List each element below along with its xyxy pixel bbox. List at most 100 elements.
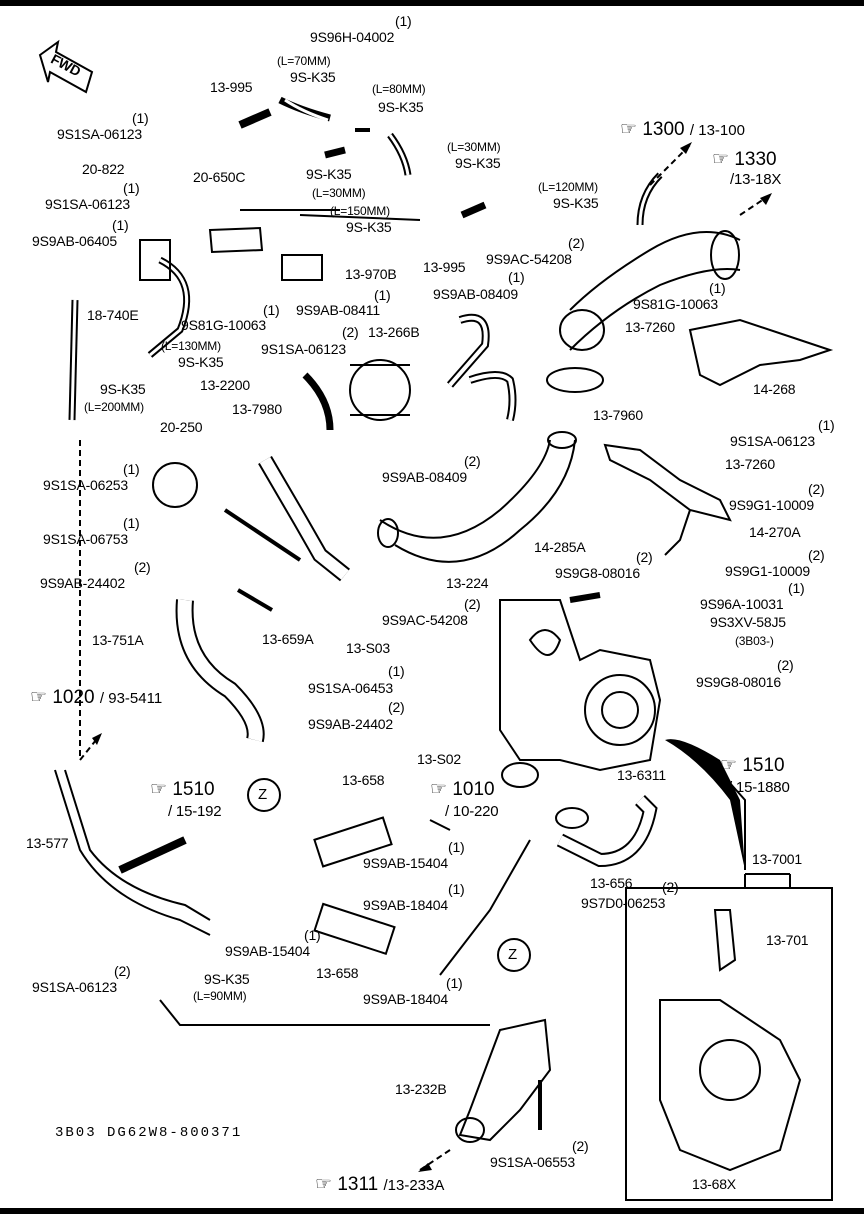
label-9s7d0-06253: 9S7D0-06253 xyxy=(581,895,666,911)
label-13-68x: 13-68X xyxy=(692,1176,736,1192)
ref-1300[interactable]: ☞ 1300 / 13-100 xyxy=(620,119,745,140)
label-13-658-b: 13-658 xyxy=(316,965,359,981)
ref-1311-sub: 13-233A xyxy=(387,1177,445,1194)
ref-1330[interactable]: ☞ 1330 xyxy=(712,150,777,170)
label-9s1sa-06453: 9S1SA-06453 xyxy=(308,680,393,696)
ref-1020[interactable]: ☞ 1020 / 93-5411 xyxy=(30,687,163,708)
label-9s9ab-08409-b-qty: (2) xyxy=(464,453,481,469)
hand-pointer-icon: ☞ xyxy=(430,779,448,800)
label-9s9ab-08411-qty: (1) xyxy=(374,287,391,303)
label-9s9ab-08409-a: 9S9AB-08409 xyxy=(433,286,518,302)
label-9s9ab-dup-qty: (1) xyxy=(263,302,280,318)
label-14-270a: 14-270A xyxy=(749,524,801,540)
label-13-7001: 13-7001 xyxy=(752,851,802,867)
label-9sk35-h: 9S-K35 xyxy=(100,381,146,397)
label-9s9ac-54208-b-qty: (2) xyxy=(464,596,481,612)
label-9s1sa-06123-b: 9S1SA-06123 xyxy=(45,196,130,212)
label-13-7960: 13-7960 xyxy=(593,407,643,423)
label-13-224: 13-224 xyxy=(446,575,489,591)
label-9s9ab-15404-a: 9S9AB-15404 xyxy=(363,855,448,871)
label-13-995-b: 13-995 xyxy=(423,259,466,275)
label-9s9ab-18404-b: 9S9AB-18404 xyxy=(363,991,448,1007)
label-9s81g-10063-a: 9S81G-10063 xyxy=(181,317,266,333)
label-9s1sa-06753: 9S1SA-06753 xyxy=(43,531,128,547)
label-9s1sa-06123-d: 9S1SA-06123 xyxy=(730,433,815,449)
ref-1300-sub: 13-100 xyxy=(698,122,745,139)
label-9s1sa-06553: 9S1SA-06553 xyxy=(490,1154,575,1170)
label-9s9ab-24402-a: 9S9AB-24402 xyxy=(40,575,125,591)
ref-1010[interactable]: ☞ 1010 xyxy=(430,780,495,800)
label-20-822: 20-822 xyxy=(82,161,125,177)
hand-pointer-icon: ☞ xyxy=(30,687,48,708)
label-13-6311: 13-6311 xyxy=(617,767,666,783)
label-13-266b: 13-266B xyxy=(368,324,420,340)
label-9s1sa-06123-a-qty: (1) xyxy=(132,110,149,126)
label-3b03: (3B03-) xyxy=(735,634,774,648)
label-l80: (L=80MM) xyxy=(372,82,426,96)
label-9sk35-f: 9S-K35 xyxy=(553,195,599,211)
label-l150: (L=150MM) xyxy=(330,204,390,218)
label-9s9ab-06405-qty: (1) xyxy=(112,217,129,233)
label-9s9ab-08411-b: 9S9AB-08411 xyxy=(296,302,380,318)
top-border xyxy=(0,0,864,6)
hand-pointer-icon: ☞ xyxy=(150,779,168,800)
label-9s96h: 9S96H-04002 xyxy=(310,29,395,45)
hand-pointer-icon: ☞ xyxy=(720,755,738,776)
label-9s9ab-15404-b-qty: (1) xyxy=(304,927,321,943)
label-9s9ab-15404-b: 9S9AB-15404 xyxy=(225,943,310,959)
hand-pointer-icon: ☞ xyxy=(315,1174,333,1195)
hand-pointer-icon: ☞ xyxy=(712,149,730,170)
label-9s96h-qty: (1) xyxy=(395,13,412,29)
ref-1330-main: 1330 xyxy=(734,149,777,170)
label-l30-a: (L=30MM) xyxy=(312,186,366,200)
label-9s1sa-06253-qty: (1) xyxy=(123,461,140,477)
label-13-7260-a: 13-7260 xyxy=(625,319,675,335)
label-13-995-a: 13-995 xyxy=(210,79,253,95)
z-marker-b: Z xyxy=(508,946,517,963)
ref-1311-main: 1311 xyxy=(337,1174,379,1195)
label-9s9ac-54208-a-qty: (2) xyxy=(568,235,585,251)
label-9s9g8-08016-b: 9S9G8-08016 xyxy=(696,674,781,690)
label-13-232b: 13-232B xyxy=(395,1081,447,1097)
label-9sk35-b: 9S-K35 xyxy=(378,99,424,115)
label-9s9g1-10009-a: 9S9G1-10009 xyxy=(729,497,814,513)
label-9sk35-e: 9S-K35 xyxy=(455,155,501,171)
bottom-border xyxy=(0,1208,864,1214)
label-9s9ab-06405: 9S9AB-06405 xyxy=(32,233,117,249)
ref-1510-a[interactable]: ☞ 1510 xyxy=(150,780,215,800)
label-9s1sa-06123-a: 9S1SA-06123 xyxy=(57,126,142,142)
label-9s9ab-15404-a-qty: (1) xyxy=(448,839,465,855)
label-9s9g8-08016-b-qty: (2) xyxy=(777,657,794,673)
label-l90: (L=90MM) xyxy=(193,989,247,1003)
label-20-250: 20-250 xyxy=(160,419,203,435)
label-9s1sa-06123-e: 9S1SA-06123 xyxy=(32,979,117,995)
label-l120: (L=120MM) xyxy=(538,180,598,194)
ref-1010-sub: / 10-220 xyxy=(445,803,499,820)
label-13-577: 13-577 xyxy=(26,835,69,851)
ref-1330-sub: /13-18X xyxy=(730,171,782,188)
label-13-2200: 13-2200 xyxy=(200,377,250,393)
ref-1510-a-sub: / 15-192 xyxy=(168,803,222,820)
label-9s1sa-06123-c: 9S1SA-06123 xyxy=(261,341,346,357)
label-9s1sa-06253: 9S1SA-06253 xyxy=(43,477,128,493)
z-marker-a: Z xyxy=(258,786,267,803)
label-9s81g-10063-b-qty: (1) xyxy=(709,280,726,296)
label-9s9g1-10009-b-qty: (2) xyxy=(808,547,825,563)
ref-1510-b[interactable]: ☞ 1510 xyxy=(720,756,785,776)
label-9s9ac-54208-b: 9S9AC-54208 xyxy=(382,612,468,628)
label-9s9ab-24402-b: 9S9AB-24402 xyxy=(308,716,393,732)
label-l70: (L=70MM) xyxy=(277,54,331,68)
label-9s9ab-18404-a-qty: (1) xyxy=(448,881,465,897)
label-9sk35-i: 9S-K35 xyxy=(204,971,250,987)
label-9s1sa-06753-qty: (1) xyxy=(123,515,140,531)
label-9s9g1-10009-b: 9S9G1-10009 xyxy=(725,563,810,579)
label-18-740e: 18-740E xyxy=(87,307,139,323)
label-9s9ab-24402-a-qty: (2) xyxy=(134,559,151,575)
ref-1510-b-main: 1510 xyxy=(742,755,785,776)
ref-1020-main: 1020 xyxy=(52,687,95,708)
ref-1311[interactable]: ☞ 1311 /13-233A xyxy=(315,1174,445,1195)
label-9s7d0-qty: (2) xyxy=(662,879,679,895)
ref-1510-a-main: 1510 xyxy=(172,779,215,800)
fwd-arrow-icon xyxy=(38,39,94,94)
